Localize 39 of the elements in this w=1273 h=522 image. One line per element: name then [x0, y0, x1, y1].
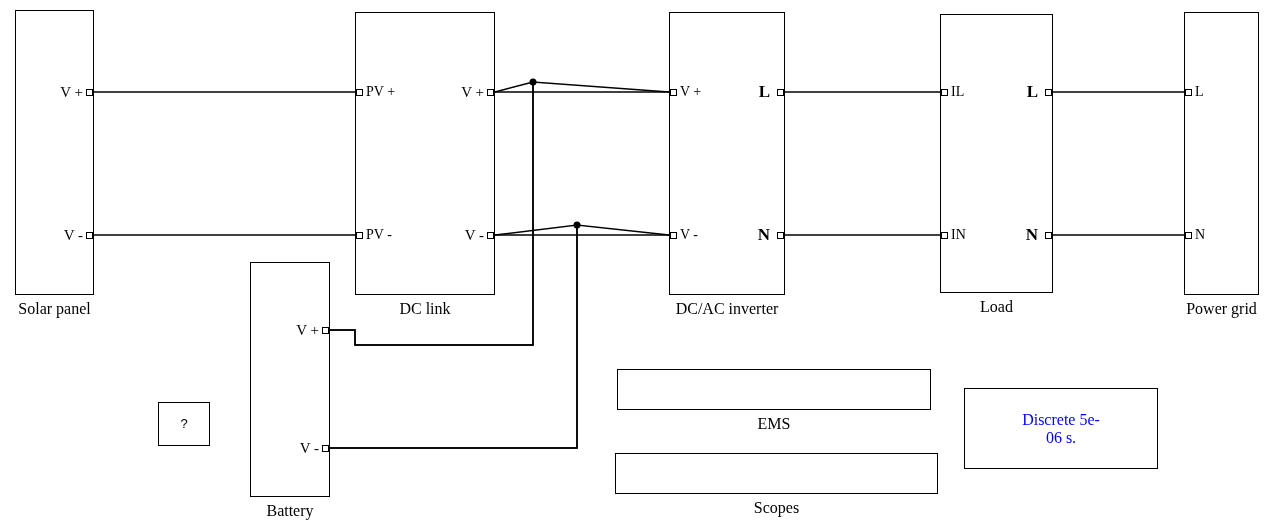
wire	[1052, 234, 1185, 236]
block-text: ?	[180, 415, 188, 433]
wire	[784, 234, 941, 236]
block-name: Power grid	[1186, 300, 1257, 318]
wire	[784, 91, 941, 93]
port-label: L	[1195, 83, 1204, 101]
block-name: DC/AC inverter	[675, 300, 779, 318]
port-label: V -	[63, 226, 83, 244]
port-label: IN	[951, 226, 966, 244]
port-label: V -	[680, 226, 699, 244]
port-label: V +	[60, 83, 83, 101]
block-name: EMS	[757, 415, 791, 433]
block-name: DC link	[399, 300, 451, 318]
port-label: V -	[464, 226, 484, 244]
block-text: Discrete 5e-06 s.	[1021, 410, 1101, 447]
wire	[93, 234, 356, 236]
block-name: Load	[980, 298, 1013, 316]
port-label: N	[1025, 226, 1038, 244]
block	[158, 402, 210, 446]
port-label: V +	[461, 83, 484, 101]
port-label: V +	[680, 83, 702, 101]
port-label: PV -	[366, 226, 392, 244]
port-label: L	[758, 83, 770, 101]
block	[964, 388, 1158, 469]
port-label: IL	[951, 83, 965, 101]
wire	[1052, 91, 1185, 93]
block-name: Scopes	[753, 499, 800, 517]
port-label: V +	[296, 321, 319, 339]
block-name: Battery	[266, 502, 314, 520]
port-label: PV +	[366, 83, 396, 101]
wire	[93, 91, 356, 93]
port-label: L	[1026, 83, 1038, 101]
port-label: N	[757, 226, 770, 244]
wire	[329, 81, 670, 346]
block-name: Solar panel	[18, 300, 91, 318]
port-label: N	[1195, 226, 1206, 244]
port-label: V -	[299, 439, 319, 457]
wire	[329, 224, 670, 449]
wire	[494, 234, 670, 236]
